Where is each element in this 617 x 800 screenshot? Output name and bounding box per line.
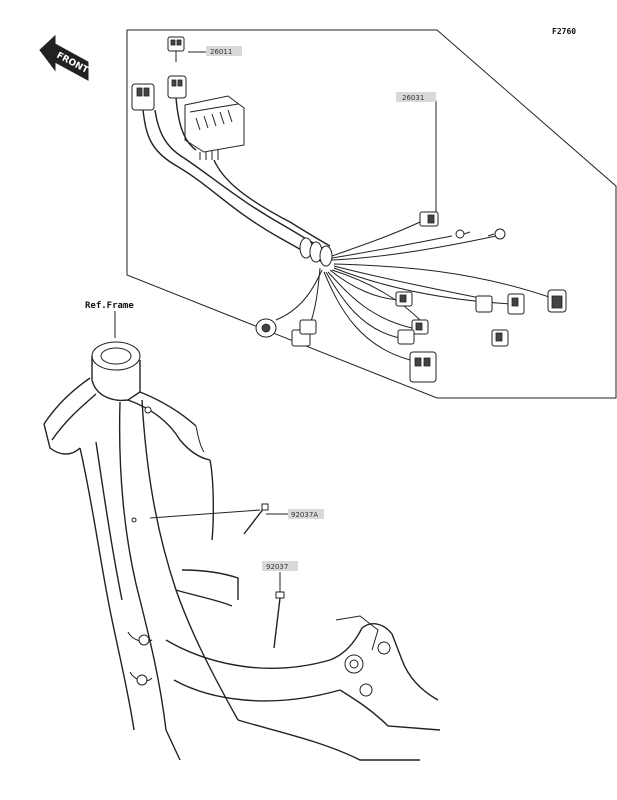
reference-label: Ref.Frame bbox=[85, 301, 134, 311]
harness-trunk bbox=[142, 97, 333, 267]
harness-kit-box bbox=[126, 29, 617, 399]
figure-code: F2760 bbox=[552, 27, 576, 36]
callout-26031: 26031 bbox=[396, 92, 437, 225]
cable-tie-92037: 92037 bbox=[262, 561, 298, 649]
part-number-26011: 26011 bbox=[210, 48, 232, 56]
connector-26011 bbox=[167, 36, 185, 62]
motorcycle-frame bbox=[43, 341, 441, 761]
cable-tie-92037A: 92037A bbox=[149, 503, 324, 535]
part-number-92037: 92037 bbox=[266, 563, 288, 571]
part-number-92037A: 92037A bbox=[291, 511, 318, 519]
part-number-26031: 26031 bbox=[402, 94, 424, 102]
callout-26011: 26011 bbox=[188, 46, 242, 56]
harness-upper-connectors bbox=[131, 75, 245, 160]
front-arrow-icon: FRONT bbox=[39, 34, 90, 81]
harness-end-connectors bbox=[255, 211, 567, 383]
